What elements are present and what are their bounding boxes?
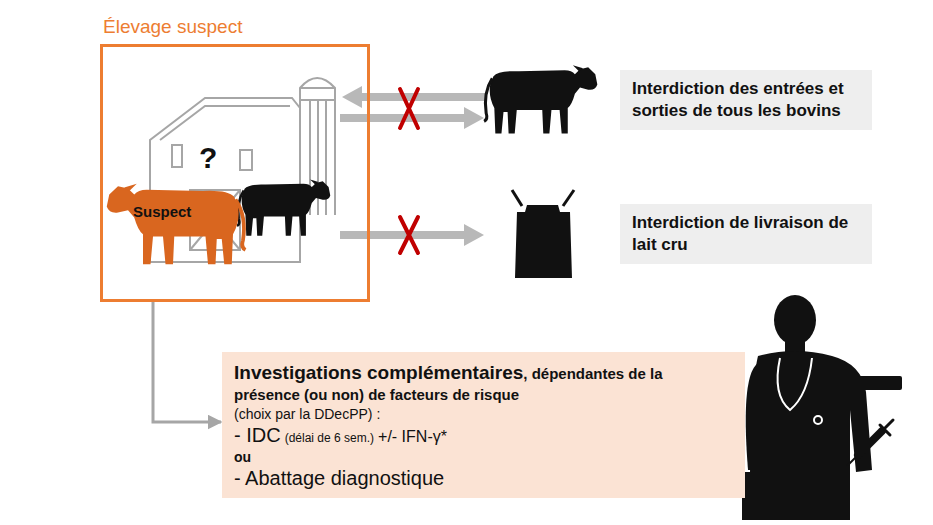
cow-body bbox=[242, 181, 331, 236]
connector-arrow bbox=[153, 302, 221, 422]
milk-can bbox=[512, 190, 574, 278]
cow-body bbox=[107, 186, 239, 264]
cow-ear bbox=[573, 65, 583, 71]
node-text: Interdiction de livraison de lait cru bbox=[632, 213, 848, 254]
stethoscope bbox=[778, 358, 822, 424]
cow-figure bbox=[237, 180, 330, 236]
question-mark: ? bbox=[199, 141, 217, 175]
text-line: ou bbox=[234, 447, 731, 466]
veterinarian-figure bbox=[738, 295, 872, 520]
text-line: Interdiction de livraison de lait cru bbox=[632, 212, 860, 256]
text-line: - Abattage diagnostique bbox=[234, 466, 731, 490]
node-text: Élevage suspect bbox=[103, 16, 242, 37]
blocked-arrows bbox=[340, 86, 486, 246]
cow-tail bbox=[236, 199, 246, 249]
text-line: (choix par la DDecPP) : bbox=[234, 404, 731, 423]
info-box: Interdiction des entrées et sorties de t… bbox=[620, 70, 872, 130]
suspect-cow: Suspect bbox=[103, 173, 253, 269]
cow-body bbox=[490, 67, 598, 133]
node-text: - Abattage diagnostique bbox=[234, 467, 444, 489]
info-box: Investigations complémentaires, dépendan… bbox=[222, 352, 745, 498]
node-text: Interdiction des entrées et sorties de t… bbox=[632, 79, 844, 120]
text-line: Élevage suspect bbox=[103, 47, 367, 69]
farm-box: Élevage suspectSuspect bbox=[100, 44, 370, 302]
cow-shape bbox=[103, 173, 253, 269]
red-cross bbox=[400, 89, 418, 253]
node-text: Suspect bbox=[133, 203, 191, 220]
cow-ear bbox=[124, 184, 137, 191]
node-text: ou bbox=[234, 449, 251, 465]
node-text: (choix par la DDecPP) : bbox=[234, 406, 380, 422]
text-line: - IDC (délai de 6 sem.) +/- IFN-γ* bbox=[234, 423, 731, 447]
text-line: Investigations complémentaires, dépendan… bbox=[234, 362, 731, 404]
info-box: Interdiction de livraison de lait cru bbox=[620, 204, 872, 264]
node-text: Investigations complémentaires bbox=[234, 362, 523, 383]
cow-tail bbox=[484, 78, 492, 121]
node-text: +/- IFN-γ* bbox=[378, 428, 447, 445]
cow-figure bbox=[484, 65, 597, 133]
text-line: Interdiction des entrées et sorties de t… bbox=[632, 78, 860, 122]
node-text: - IDC bbox=[234, 424, 281, 446]
node-text: (délai de 6 sem.) bbox=[285, 431, 374, 445]
injector-icon bbox=[836, 372, 902, 400]
syringe-icon bbox=[848, 420, 893, 465]
cow-ear bbox=[310, 180, 318, 185]
